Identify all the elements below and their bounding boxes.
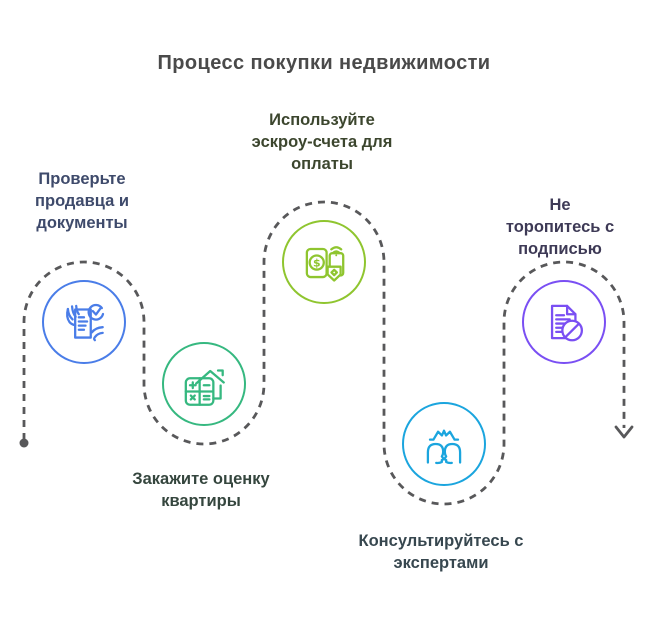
- page-title: Процесс покупки недвижимости: [157, 52, 491, 74]
- contract-prohibition-icon: [550, 304, 584, 342]
- step-label-use-escrow: Используйте эскроу-счета для оплаты: [251, 111, 393, 173]
- process-path-line: [22, 200, 626, 506]
- step-label-order-appraisal: Закажите оценку квартиры: [132, 470, 270, 510]
- mobile-payment-icon: $: [305, 246, 345, 282]
- step-label-consult-experts: Консультируйтесь с экспертами: [358, 532, 524, 572]
- step-node-consult-experts: [402, 402, 486, 486]
- step-node-order-appraisal: [162, 342, 246, 426]
- arrow-down-icon: [614, 425, 634, 439]
- svg-text:$: $: [313, 257, 321, 270]
- document-check-hands-icon: [66, 303, 105, 342]
- step-node-verify-seller: [42, 280, 126, 364]
- house-calculator-icon: [184, 369, 225, 406]
- step-node-use-escrow: $: [282, 220, 366, 304]
- step-label-verify-seller: Проверьте продавца и документы: [35, 170, 129, 232]
- step-node-dont-rush-signature: [522, 280, 606, 364]
- step-label-dont-rush-signature: Не торопитесь с подписью: [505, 196, 615, 258]
- experts-people-icon: [426, 429, 462, 465]
- path-start-dot: [19, 438, 29, 448]
